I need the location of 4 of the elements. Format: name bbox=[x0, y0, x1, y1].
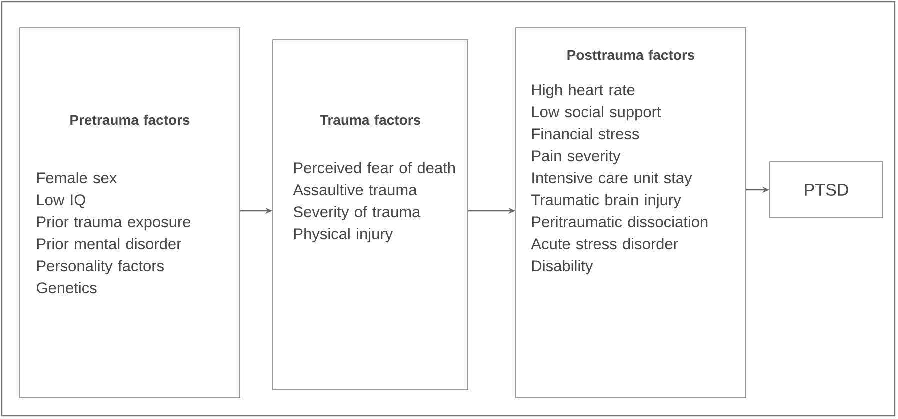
factor-box: PTSD bbox=[770, 162, 884, 218]
factor-box: Posttrauma factors High heart rate Low social support Financial stress Pain severity Intensive care unit stay Traumatic brain injury Peritraumatic dissociation Acute stress disorder Disability bbox=[516, 28, 746, 398]
factor-box: Trauma factors Perceived fear of death Assaultive trauma Severity of trauma Physical injury bbox=[272, 40, 468, 390]
factor-box: Pretrauma factors Female sex Low IQ Prior trauma exposure Prior mental disorder Personality factors Genetics bbox=[20, 28, 240, 398]
